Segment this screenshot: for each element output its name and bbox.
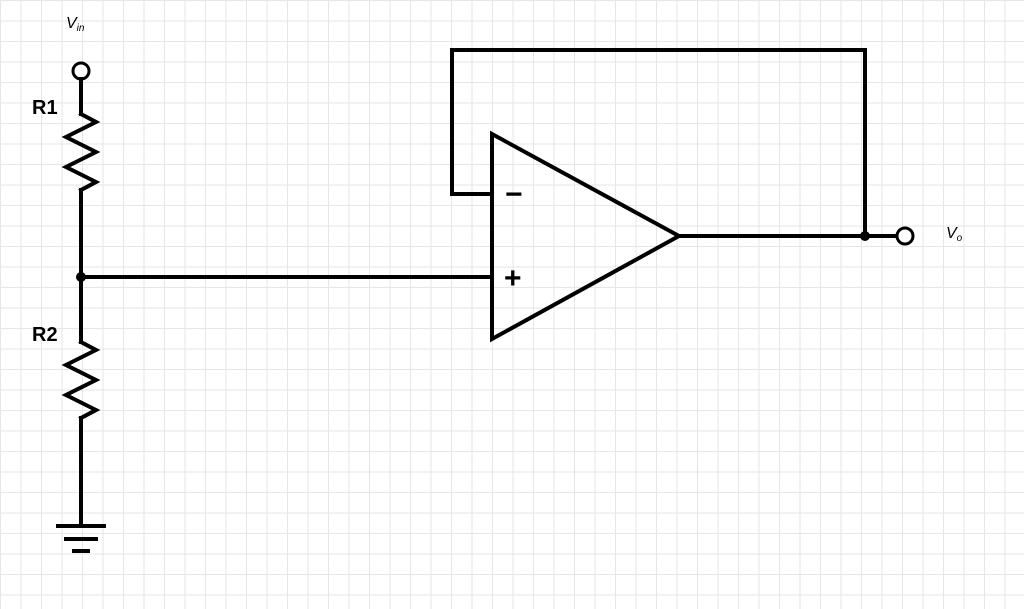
- feedback-wire: [450, 48, 867, 238]
- output-junction-dot: [860, 231, 870, 241]
- vin-label: Vin: [66, 15, 85, 34]
- r2-label: R2: [32, 324, 58, 346]
- ground-symbol: [56, 524, 106, 553]
- vin-terminal: [71, 61, 91, 81]
- vin-label-main: V: [66, 15, 78, 32]
- opamp-minus-sign: −: [505, 178, 523, 211]
- op-amp-triangle: [490, 130, 684, 343]
- vo-label-sub: o: [957, 233, 963, 244]
- vo-terminal: [895, 226, 915, 246]
- vo-label-main: V: [946, 225, 958, 242]
- r1-label: R1: [32, 97, 58, 119]
- vo-label: Vo: [946, 225, 963, 244]
- r1-resistor: [61, 111, 101, 193]
- vin-label-sub: in: [77, 23, 85, 34]
- opamp-plus-sign: +: [504, 262, 522, 295]
- r2-resistor: [61, 339, 101, 421]
